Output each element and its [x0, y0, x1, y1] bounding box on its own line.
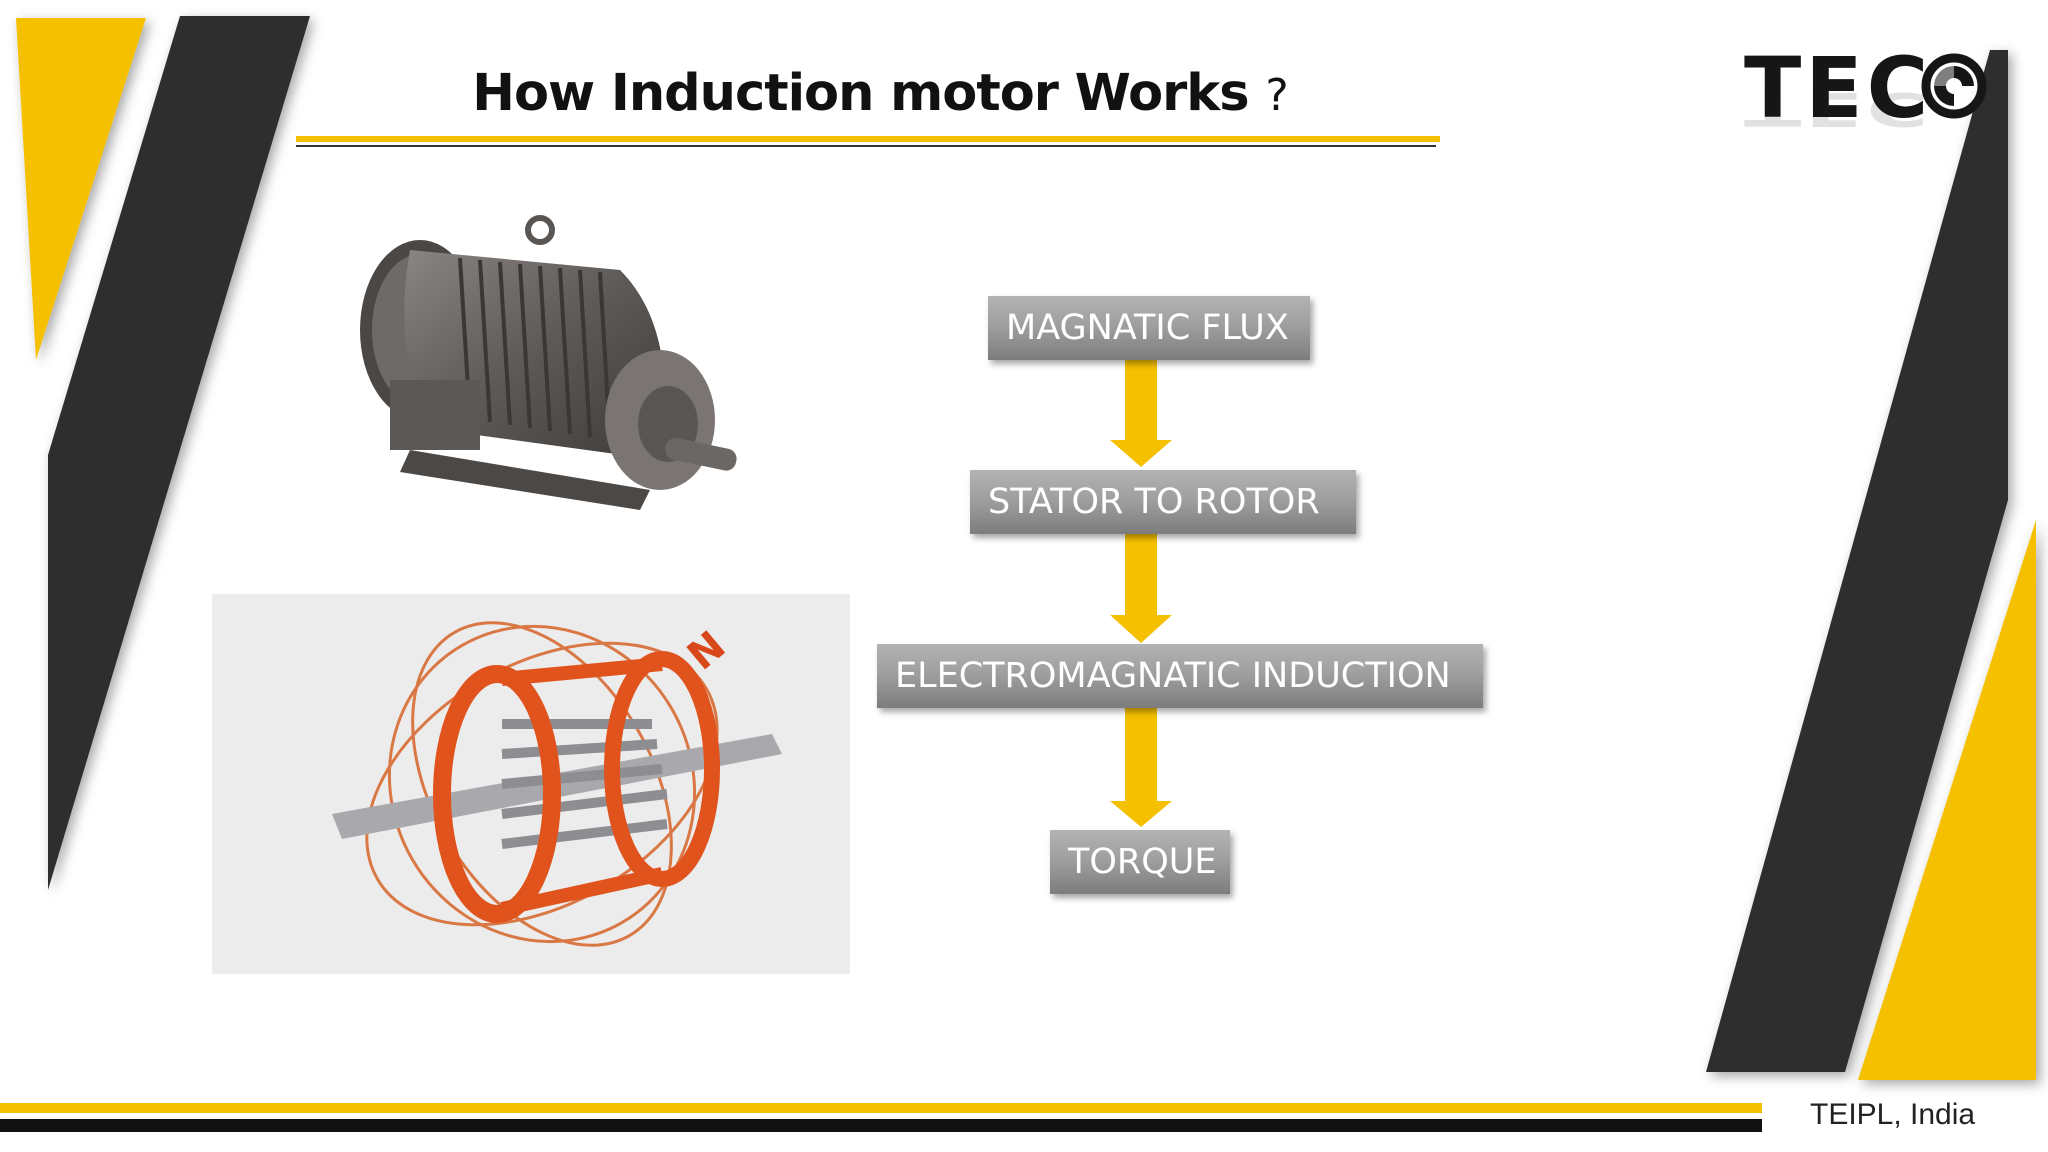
- slide-title-text: How Induction motor Works: [472, 64, 1249, 123]
- bottom-yellow-stripe: [0, 1103, 1762, 1113]
- flow-arrows: [1110, 357, 1172, 827]
- arrow-down-icon: [1110, 357, 1172, 467]
- swirl-o-icon: [1921, 53, 1987, 119]
- left-dark-band: [48, 16, 310, 890]
- flow-step-magnatic-flux: MAGNATIC FLUX: [988, 296, 1310, 360]
- right-yellow-band: [1858, 520, 2036, 1080]
- rotor-drawing: [332, 621, 782, 947]
- title-underline-dark: [296, 145, 1436, 147]
- arrow-down-icon: [1110, 707, 1172, 827]
- flow-step-stator-to-rotor: STATOR TO ROTOR: [970, 470, 1356, 534]
- left-yellow-band: [16, 18, 146, 360]
- title-underline-yellow: [296, 136, 1440, 142]
- footer-company: TEIPL, India: [1810, 1098, 1976, 1131]
- rotor-field-illustration: N: [212, 594, 850, 974]
- logo-text: TEC: [1744, 39, 1933, 137]
- slide-title: How Induction motor Works ?: [0, 64, 1760, 123]
- right-dark-band: [1706, 50, 2008, 1072]
- arrow-down-icon: [1110, 533, 1172, 643]
- logo-reflection: TEC: [1744, 81, 1933, 136]
- bottom-dark-stripe: [0, 1119, 1762, 1132]
- flow-step-electromagnatic-induction: ELECTROMAGNATIC INDUCTION: [877, 644, 1483, 708]
- slide-title-suffix: ?: [1265, 70, 1288, 121]
- motor-photo: [360, 215, 737, 510]
- teco-logo: TEC TEC: [1744, 39, 1987, 176]
- flow-step-torque: TORQUE: [1050, 830, 1230, 894]
